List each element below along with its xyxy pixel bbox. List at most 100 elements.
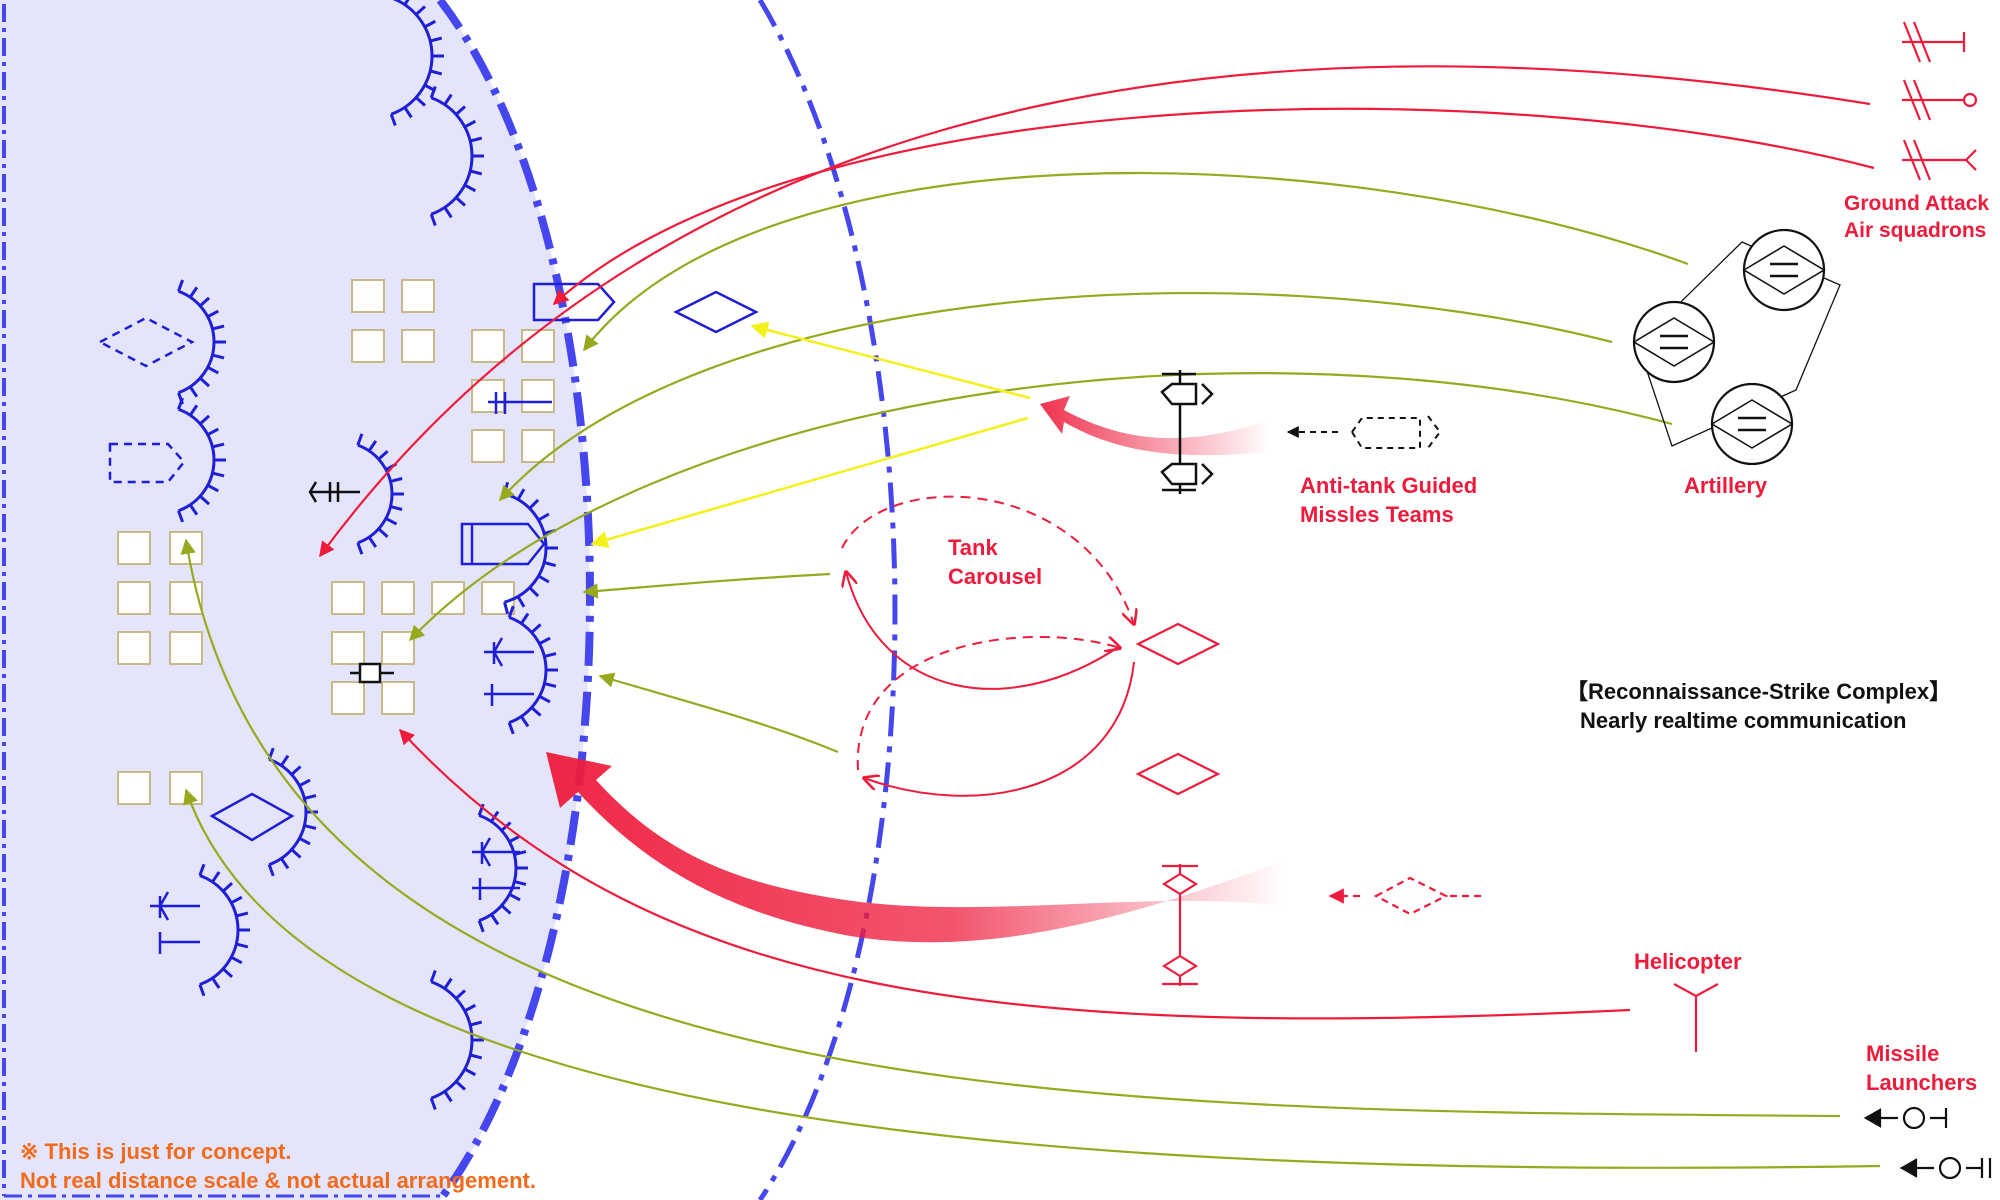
trench-tick — [543, 682, 557, 688]
trench-tick — [198, 983, 206, 997]
trench-tick — [528, 498, 540, 510]
air-strike-arrows — [319, 65, 1875, 1020]
trench-tick — [222, 882, 234, 893]
trench-tick — [469, 1020, 483, 1027]
missile-launcher-2 — [1899, 1156, 1992, 1180]
trench-tick — [206, 309, 219, 318]
tank-carousel-label-line2: Carousel — [948, 563, 1043, 589]
trench-tick — [464, 1003, 477, 1013]
artillery-unit-1 — [1742, 228, 1826, 312]
trench-tick — [513, 880, 527, 886]
missile-launchers-label-line1: Missile — [1866, 1041, 1940, 1066]
defender-tank-main — [460, 522, 546, 566]
artillery-unit-2 — [1632, 300, 1716, 384]
artillery-fire-arrows — [180, 172, 1881, 1169]
trench-tick — [377, 527, 389, 538]
trench-arc — [177, 407, 216, 513]
trench-tick — [528, 586, 540, 598]
trench-tick — [389, 113, 397, 127]
rsc-label-line2: Nearly realtime communication — [1580, 707, 1907, 733]
trench-tick — [443, 206, 453, 219]
trench-tick — [513, 850, 527, 856]
trench-tick — [530, 623, 542, 634]
trench-tick — [303, 794, 317, 800]
trench-tick — [537, 574, 550, 584]
trench-tick — [520, 715, 530, 728]
trench-tick — [206, 427, 219, 436]
atgm-label: Anti-tank Guided Missles Teams — [1300, 472, 1477, 529]
trench-arc — [177, 289, 216, 395]
defender-tank-forward — [532, 282, 616, 322]
trench-tick — [267, 864, 275, 877]
trench-tick — [415, 5, 426, 16]
trench-tick — [206, 484, 219, 493]
rsc-label-line1: 【Reconnaissance-Strike Complex】 — [1566, 679, 1952, 704]
trench-tick — [429, 69, 443, 76]
missile-launcher-icons — [1863, 1106, 1992, 1180]
trench-tick — [403, 106, 413, 119]
trench-tick — [538, 636, 551, 646]
trench-tick — [280, 857, 290, 870]
trench-tick — [520, 612, 530, 625]
attacker-column — [1161, 864, 1199, 986]
disclaimer-note-line2: Not real distance scale & not actual arr… — [20, 1167, 536, 1193]
attacker-tanks — [1135, 622, 1486, 986]
trench-tick — [543, 561, 557, 568]
trench-tick — [206, 366, 219, 375]
trench-tick — [390, 505, 403, 511]
rsc-label: 【Reconnaissance-Strike Complex】 Nearly r… — [1566, 678, 1951, 735]
trench-tick — [367, 536, 378, 548]
tank-carousel — [842, 495, 1134, 797]
trench-tick — [198, 863, 206, 877]
antitank-symbol-4 — [150, 891, 200, 954]
ground-attack-label: Ground Attack Air squadrons — [1844, 190, 1989, 245]
trench-tick — [538, 694, 551, 704]
trench-tick — [530, 706, 542, 717]
trench-tick — [508, 892, 521, 902]
trench-tick — [429, 36, 443, 43]
atgm-label-line1: Anti-tank Guided — [1300, 473, 1478, 498]
attacker-tank-1 — [1135, 622, 1221, 666]
trench-tick — [455, 105, 466, 116]
trench-tick — [443, 977, 453, 990]
trench-tick — [188, 404, 199, 417]
air-squadron-symbols — [1902, 21, 1978, 181]
trench-tick — [424, 19, 437, 29]
defender-ifv-forward — [673, 290, 759, 334]
defender-command-symbols — [308, 481, 394, 684]
trench-tick — [455, 1080, 466, 1091]
missile-launcher-1 — [1863, 1106, 1948, 1130]
trench-tick — [199, 296, 211, 307]
trench-tick — [455, 989, 466, 1000]
trench-tick — [212, 324, 225, 331]
trench-tick — [222, 967, 234, 978]
trench-tick — [443, 93, 453, 106]
missile-launchers-label-line2: Launchers — [1866, 1069, 1978, 1095]
trench-tick — [503, 601, 510, 615]
trench-tick — [290, 848, 302, 859]
trench-tick — [188, 286, 199, 299]
trench-tick — [303, 824, 317, 830]
trench-tick — [455, 196, 466, 207]
atgm-label-line2: Missles Teams — [1300, 501, 1454, 527]
trench-tick — [508, 834, 521, 844]
trench-tick — [516, 595, 526, 608]
disclaimer-note: ※ This is just for concept. Not real dis… — [20, 1138, 536, 1195]
aircraft-icon-1 — [1902, 21, 1966, 63]
trench-tick — [537, 512, 550, 522]
trench-tick — [188, 385, 199, 398]
trench-tick — [464, 1067, 477, 1077]
trench-tick — [464, 119, 477, 129]
trench-arc — [430, 980, 474, 1100]
trench-tick — [211, 977, 221, 989]
antitank-symbol-2 — [484, 637, 534, 706]
trench-tick — [477, 920, 485, 933]
atgm-teams — [1160, 370, 1442, 494]
trench-arcs — [177, 0, 558, 1111]
aircraft-icon-3 — [1902, 139, 1977, 181]
position-boxes — [117, 279, 555, 805]
trench-tick — [390, 477, 403, 483]
trench-tick — [298, 836, 311, 846]
trench-tick — [469, 169, 483, 176]
trench-tick — [415, 96, 426, 107]
